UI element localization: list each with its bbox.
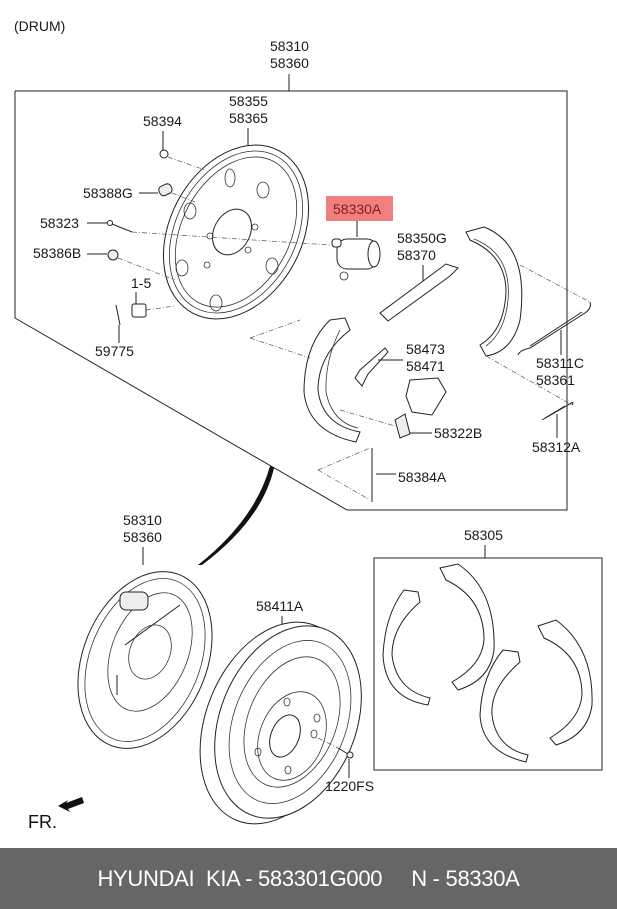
screw-part[interactable] bbox=[337, 747, 354, 759]
callout-58360-bottom[interactable]: 58360 bbox=[123, 529, 162, 545]
brake-shoe-right-part[interactable] bbox=[465, 226, 523, 357]
callout-58394[interactable]: 58394 bbox=[143, 113, 182, 129]
footer-spacer bbox=[382, 866, 411, 892]
plug-part[interactable] bbox=[157, 183, 173, 198]
clip-part[interactable] bbox=[115, 304, 121, 326]
footer-brand-part-number: HYUNDAI KIA - 583301G000 bbox=[97, 865, 383, 891]
callout-58322b[interactable]: 58322B bbox=[434, 425, 482, 441]
callout-58370[interactable]: 58370 bbox=[397, 247, 436, 263]
callout-58350g[interactable]: 58350G bbox=[397, 230, 447, 246]
callout-58360-top[interactable]: 58360 bbox=[270, 55, 309, 71]
brake-shoe-left-part[interactable] bbox=[303, 317, 361, 443]
callout-59775[interactable]: 59775 bbox=[95, 343, 134, 359]
callout-58305[interactable]: 58305 bbox=[464, 527, 503, 543]
backing-plate-part[interactable] bbox=[135, 120, 338, 344]
brake-drum-part[interactable] bbox=[172, 599, 389, 846]
exploded-frame bbox=[14, 90, 568, 511]
callout-58388g[interactable]: 58388G bbox=[83, 185, 133, 201]
parts-diagram: (DRUM) 58310 58360 58355 58365 58394 583… bbox=[14, 18, 603, 846]
callout-58411a[interactable]: 58411A bbox=[256, 598, 304, 614]
diagram-title: (DRUM) bbox=[14, 18, 65, 34]
callout-58310-bottom[interactable]: 58310 bbox=[123, 512, 162, 528]
callout-1220fs[interactable]: 1220FS bbox=[325, 778, 374, 794]
bushing-part[interactable] bbox=[131, 303, 147, 318]
callout-58323[interactable]: 58323 bbox=[40, 215, 79, 231]
highlight-box bbox=[326, 196, 393, 221]
lever-part[interactable] bbox=[354, 347, 389, 387]
front-direction-arrow-icon bbox=[58, 797, 84, 812]
lower-spring-part[interactable] bbox=[541, 402, 574, 421]
callout-58386b[interactable]: 58386B bbox=[33, 245, 81, 261]
callout-58365[interactable]: 58365 bbox=[229, 110, 268, 126]
callout-58471[interactable]: 58471 bbox=[406, 358, 445, 374]
callout-58312a[interactable]: 58312A bbox=[532, 439, 581, 455]
callout-58355[interactable]: 58355 bbox=[229, 93, 268, 109]
retainer-part[interactable] bbox=[394, 413, 411, 439]
callout-58311c[interactable]: 58311C bbox=[536, 355, 584, 371]
upper-spring-part[interactable] bbox=[517, 301, 591, 356]
footer-diagram-number: N - 58330A bbox=[411, 865, 520, 891]
callout-58310-top[interactable]: 58310 bbox=[270, 38, 309, 54]
callout-58384a[interactable]: 58384A bbox=[398, 469, 447, 485]
shoe-plate-part[interactable] bbox=[405, 377, 447, 416]
brake-assembly-part[interactable] bbox=[53, 551, 237, 768]
cap-part[interactable] bbox=[107, 249, 119, 261]
connector-arrow bbox=[198, 466, 274, 565]
callout-1-5[interactable]: 1-5 bbox=[131, 275, 151, 291]
front-marker-label: FR. bbox=[28, 812, 57, 832]
bolt-part[interactable] bbox=[159, 149, 169, 159]
pin-part[interactable] bbox=[107, 220, 133, 233]
callout-58330a[interactable]: 58330A bbox=[333, 201, 382, 217]
adjuster-part[interactable] bbox=[379, 263, 459, 322]
shoe-kit-frame bbox=[373, 557, 603, 771]
wheel-cylinder-part[interactable] bbox=[331, 238, 381, 281]
callout-58473[interactable]: 58473 bbox=[406, 341, 445, 357]
footer-bar: HYUNDAI KIA - 583301G000 N - 58330A bbox=[0, 848, 617, 909]
shoe-kit-part[interactable] bbox=[382, 563, 593, 763]
callout-58361[interactable]: 58361 bbox=[536, 372, 575, 388]
